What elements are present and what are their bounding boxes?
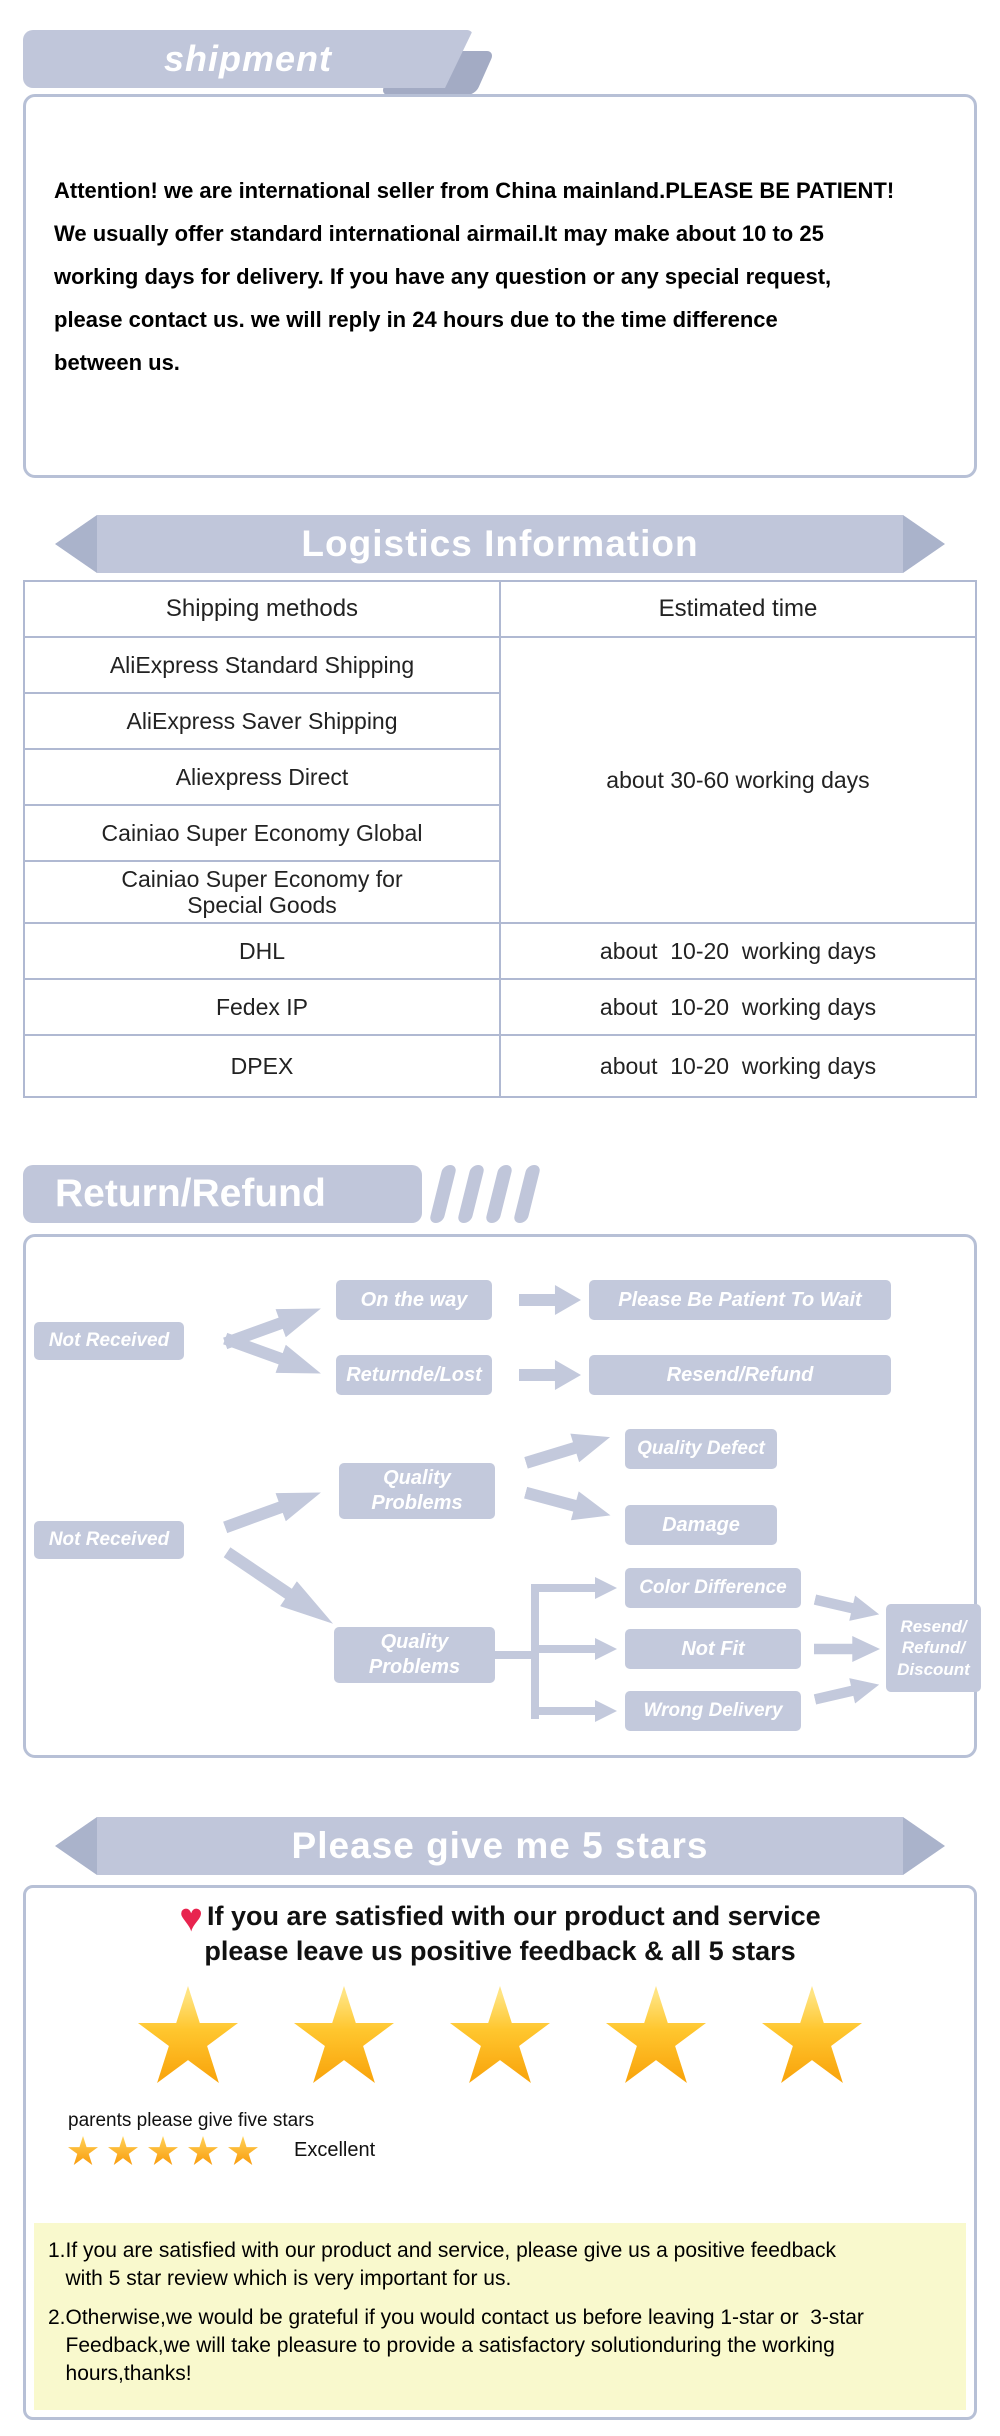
flow-node-returned-lost: Returnde/Lost: [336, 1355, 492, 1395]
table-row: DPEX about 10-20 working days: [23, 1034, 977, 1098]
banner-tip-right: [903, 1817, 945, 1875]
estimated-time-group-cell: about 30-60 working days: [499, 636, 977, 924]
flow-connector: [531, 1645, 597, 1653]
flow-arrow-icon: [220, 1478, 326, 1541]
shipping-method-cell: Cainiao Super Economy Global: [23, 804, 501, 862]
flow-node-resend-refund: Resend/Refund: [589, 1355, 891, 1395]
flow-arrow-icon: [219, 1540, 342, 1636]
excellent-label: Excellent: [294, 2139, 376, 2161]
big-stars-row: [26, 1986, 974, 2083]
star-icon: [228, 2136, 258, 2165]
shipment-notice-text: Attention! we are international seller f…: [54, 178, 895, 375]
feedback-headline-1: ♥If you are satisfied with our product a…: [26, 1896, 974, 1941]
estimated-time-cell: about 10-20 working days: [499, 922, 977, 980]
five-stars-banner: Please give me 5 stars: [55, 1817, 945, 1875]
shipping-method-cell: AliExpress Saver Shipping: [23, 692, 501, 750]
flow-arrow-icon: [812, 1587, 882, 1627]
decorative-bar: [456, 1165, 486, 1223]
flow-node-damage: Damage: [625, 1505, 777, 1545]
shipping-method-cell: Fedex IP: [23, 978, 501, 1036]
col-header-shipping-methods: Shipping methods: [23, 580, 501, 638]
feedback-headline-2: please leave us positive feedback & all …: [204, 1936, 796, 1966]
shipping-method-cell: DHL: [23, 922, 501, 980]
flow-node-color-difference: Color Difference: [625, 1568, 801, 1608]
feedback-note-1: 1.If you are satisfied with our product …: [48, 2239, 836, 2290]
feedback-headline-text-1: If you are satisfied with our product an…: [207, 1901, 821, 1931]
flow-arrow-icon: [519, 1285, 581, 1315]
banner-tip-right: [903, 515, 945, 573]
star-icon: [68, 2136, 98, 2165]
return-refund-title: Return/Refund: [55, 1172, 326, 1215]
estimated-time-cell: about 10-20 working days: [499, 1034, 977, 1098]
flow-arrowhead-icon: [595, 1638, 617, 1660]
flow-arrow-icon: [522, 1478, 615, 1530]
star-icon: [762, 1986, 862, 2083]
flow-node-quality-defect: Quality Defect: [625, 1429, 777, 1469]
shipping-method-cell: AliExpress Standard Shipping: [23, 636, 501, 694]
logistics-banner: Logistics Information: [55, 515, 945, 573]
flow-node-quality-problems-1: Quality Problems: [339, 1463, 495, 1519]
flow-arrow-icon: [814, 1636, 880, 1662]
flow-connector: [531, 1707, 597, 1715]
return-refund-banner: Return/Refund: [23, 1165, 422, 1223]
decorative-bar: [512, 1165, 542, 1223]
table-row: Aliexpress Direct: [23, 748, 976, 806]
star-icon: [294, 1986, 394, 2083]
shipment-notice-box: Attention! we are international seller f…: [23, 94, 977, 478]
star-icon: [138, 1986, 238, 2083]
small-stars: [68, 2136, 258, 2165]
flow-arrow-icon: [812, 1672, 882, 1712]
star-icon: [606, 1986, 706, 2083]
feedback-notes: 1.If you are satisfied with our product …: [34, 2223, 966, 2410]
decorative-bar: [484, 1165, 514, 1223]
table-row: Fedex IP about 10-20 working days: [23, 978, 977, 1036]
small-stars-row: Excellent: [68, 2136, 375, 2165]
flow-node-not-received-1: Not Received: [34, 1322, 184, 1360]
col-header-estimated-time: Estimated time: [499, 580, 977, 638]
flow-node-not-fit: Not Fit: [625, 1629, 801, 1669]
table-row: Cainiao Super Economy for Special Goods: [23, 860, 976, 924]
flow-node-resend-refund-discount: Resend/ Refund/ Discount: [886, 1604, 981, 1692]
table-row: AliExpress Saver Shipping: [23, 692, 976, 750]
flow-arrowhead-icon: [595, 1577, 617, 1599]
flow-node-wrong-delivery: Wrong Delivery: [625, 1691, 801, 1731]
flow-node-not-received-2: Not Received: [34, 1521, 184, 1559]
table-row: Cainiao Super Economy Global: [23, 804, 976, 862]
logistics-title: Logistics Information: [301, 523, 699, 564]
feedback-note-2: 2.Otherwise,we would be grateful if you …: [48, 2306, 864, 2385]
star-icon: [188, 2136, 218, 2165]
star-icon: [450, 1986, 550, 2083]
flow-arrow-icon: [519, 1360, 581, 1390]
star-icon: [148, 2136, 178, 2165]
table-row: DHL about 10-20 working days: [23, 922, 977, 980]
flow-arrow-icon: [522, 1423, 615, 1477]
shipping-method-cell: Cainiao Super Economy for Special Goods: [23, 860, 501, 924]
flow-connector: [531, 1584, 597, 1592]
table-header-row: Shipping methods Estimated time: [23, 580, 977, 638]
flow-arrowhead-icon: [595, 1700, 617, 1722]
estimated-time-cell: about 10-20 working days: [499, 978, 977, 1036]
banner-tip-left: [55, 1817, 97, 1875]
ribbon-body: shipment: [23, 30, 473, 88]
return-refund-flowchart: Not Received On the way Returnde/Lost Pl…: [23, 1234, 981, 1758]
star-icon: [108, 2136, 138, 2165]
shipping-method-cell: DPEX: [23, 1034, 501, 1098]
five-stars-title: Please give me 5 stars: [291, 1825, 709, 1866]
flow-node-quality-problems-2: Quality Problems: [334, 1627, 495, 1683]
shipping-method-cell: Aliexpress Direct: [23, 748, 501, 806]
table-row: AliExpress Standard Shipping about 30-60…: [23, 636, 977, 924]
flow-node-be-patient: Please Be Patient To Wait: [589, 1280, 891, 1320]
banner-tip-left: [55, 515, 97, 573]
feedback-box: ♥If you are satisfied with our product a…: [23, 1885, 977, 2420]
shipment-title: shipment: [163, 38, 332, 79]
flow-node-on-the-way: On the way: [336, 1280, 492, 1320]
shipment-ribbon: shipment: [23, 30, 495, 95]
decorative-bar: [428, 1165, 458, 1223]
flow-connector: [495, 1651, 539, 1659]
parents-note: parents please give five stars: [68, 2110, 315, 2131]
logistics-table: Shipping methods Estimated time AliExpre…: [23, 580, 977, 1098]
heart-icon: ♥: [179, 1896, 204, 1940]
